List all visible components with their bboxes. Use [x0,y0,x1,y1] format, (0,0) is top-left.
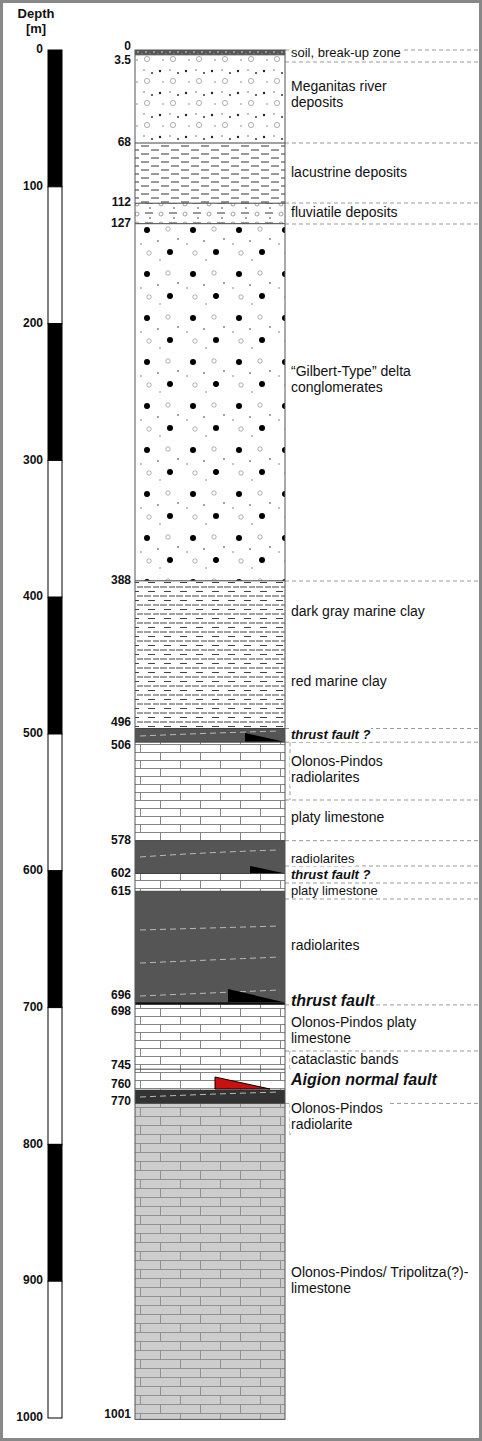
boundary-depth: 388 [110,574,132,587]
boundary-depth: 745 [110,1059,132,1072]
depth-tick: 600 [22,864,44,877]
boundary-depth: 578 [110,834,132,847]
unit-label: Olonos-Pindos/ Tripolitza(?)-limestone [290,1265,473,1296]
unit-label: Olonos-Pindos platy limestone [290,1015,421,1046]
fault-label: thrust fault ? [290,728,371,743]
boundary-depth: 698 [110,1005,132,1018]
unit-label: soil, break-up zone [290,46,402,61]
boundary-depth: 602 [110,867,132,880]
boundary-depth: 506 [110,739,132,752]
unit-label: radiolarites [290,938,360,954]
fault-label: thrust fault [290,992,376,1010]
unit-label: red marine clay [290,674,388,690]
unit-label: dark gray marine clay [290,604,426,620]
depth-tick: 300 [22,454,44,467]
fault-label: Aigion normal fault [290,1071,438,1089]
depth-tick: 1000 [15,1411,44,1424]
boundary-depth: 0 [123,40,132,53]
unit-label: “Gilbert-Type” delta conglomerates [290,364,415,395]
unit-label: Meganitas river deposits [290,79,391,110]
unit-label: Olonos-Pindos radiolarites [290,754,387,785]
depth-scale-bar [48,50,62,1418]
unit-label: radiolarites [290,852,356,867]
boundary-depth: 1001 [103,1408,132,1421]
boundary-depth: 760 [110,1078,132,1091]
boundary-depth: 496 [110,716,132,729]
depth-tick: 100 [22,180,44,193]
unit-label: fluviatile deposits [290,205,399,221]
depth-tick: 900 [22,1274,44,1287]
depth-tick: 700 [22,1001,44,1014]
boundary-depth: 3.5 [113,54,132,67]
boundary-depth: 112 [111,196,132,209]
boundary-depth: 615 [110,885,132,898]
unit-label: lacustrine deposits [290,165,408,181]
boundary-depth: 68 [117,136,132,149]
fault-symbols [215,733,283,1089]
lithology-column [135,50,285,1419]
depth-tick: 500 [22,727,44,740]
depth-tick: 200 [22,317,44,330]
boundary-depth: 696 [110,989,132,1002]
fault-label: thrust fault ? [290,868,371,883]
boundary-lines [285,50,478,1135]
axis-title: Depth [m] [15,7,57,36]
boundary-depth: 770 [110,1095,132,1108]
unit-label: Olonos-Pindos radiolarite [290,1101,387,1132]
unit-label: platy limestone [290,884,379,899]
boundary-depth: 127 [110,217,132,230]
depth-tick: 800 [22,1138,44,1151]
unit-label: platy limestone [290,810,385,826]
unit-label: cataclastic bands [290,1052,399,1068]
depth-tick: 0 [35,43,44,56]
depth-tick: 400 [22,590,44,603]
